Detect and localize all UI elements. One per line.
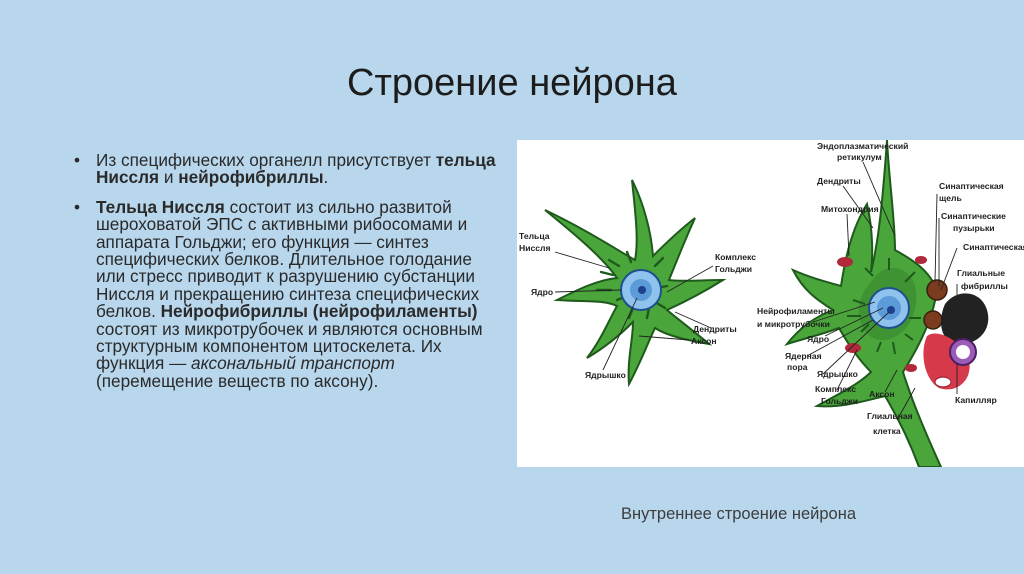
label-nucleus: Ядро	[531, 287, 553, 297]
label-syn-plaque: Синаптическая	[963, 242, 1024, 252]
slide-title: Строение нейрона	[347, 62, 677, 104]
right-neuron	[784, 140, 989, 467]
label-mitochondria: Митохондрия	[821, 204, 879, 214]
left-labels: Тельца Ниссля Ядро Ядрышко Комплекс Голь…	[519, 231, 756, 380]
right-labels: Эндоплазматический ретикулум Дендриты Ми…	[757, 141, 1024, 436]
label-dendrites: Дендриты	[693, 324, 737, 334]
label-golgi-2: Гольджи	[715, 264, 752, 274]
bullet-item: Из специфических органелл присутствует т…	[74, 151, 504, 187]
label-golgi-r-1: Комплекс	[815, 384, 856, 394]
bullet-list: Из специфических органелл присутствует т…	[74, 151, 504, 402]
label-nucleolus: Ядрышко	[585, 370, 626, 380]
label-neurofilaments-1: Нейрофиламенты	[757, 306, 835, 316]
label-syn-cleft-2: щель	[939, 193, 962, 203]
label-nuclear-pore-1: Ядерная	[785, 351, 822, 361]
left-leader-lines	[554, 251, 714, 371]
left-neuron	[544, 179, 727, 388]
mitochondrion	[915, 256, 927, 264]
label-syn-cleft-1: Синаптическая	[939, 181, 1004, 191]
figure-caption: Внутреннее строение нейрона	[621, 505, 857, 523]
label-glial-cell-1: Глиальная	[867, 411, 913, 421]
neuron-diagram: Тельца Ниссля Ядро Ядрышко Комплекс Голь…	[519, 140, 1024, 467]
label-neurofilaments-2: и микротрубочки	[757, 319, 830, 329]
label-axon-r: Аксон	[869, 389, 895, 399]
red-blood-cell	[934, 376, 952, 388]
label-axon: Аксон	[691, 336, 717, 346]
neuron-figure: Тельца Ниссля Ядро Ядрышко Комплекс Голь…	[517, 140, 1024, 467]
label-syn-vesicles-2: пузырьки	[953, 223, 995, 233]
glial-cell	[941, 293, 989, 345]
synaptic-terminal	[923, 310, 943, 330]
label-glial-fibrils-2: фибриллы	[961, 281, 1008, 291]
label-nuclear-pore-2: пора	[787, 362, 808, 372]
label-nissl-1: Тельца	[519, 231, 550, 241]
label-golgi-r-2: Гольджи	[821, 396, 858, 406]
label-nucleolus-r: Ядрышко	[817, 369, 858, 379]
label-glial-cell-2: клетка	[873, 426, 901, 436]
mitochondrion	[837, 257, 853, 267]
label-er-2: ретикулум	[837, 152, 882, 162]
bullet-item: Тельца Ниссля состоит из сильно развитой…	[74, 198, 504, 390]
right-leader-lines	[806, 161, 958, 421]
right-er	[847, 258, 921, 355]
label-golgi-1: Комплекс	[715, 252, 756, 262]
left-nucleolus	[638, 286, 646, 294]
label-er-1: Эндоплазматический	[817, 141, 908, 151]
label-nucleus-r: Ядро	[807, 334, 829, 344]
label-syn-vesicles-1: Синаптические	[941, 211, 1006, 221]
capillary-center	[956, 345, 970, 359]
synaptic-terminal	[926, 279, 948, 301]
label-dendrites-r: Дендриты	[817, 176, 861, 186]
mitochondrion	[905, 364, 917, 372]
label-nissl-2: Ниссля	[519, 243, 551, 253]
label-capillary: Капилляр	[955, 395, 997, 405]
label-glial-fibrils-1: Глиальные	[957, 268, 1005, 278]
